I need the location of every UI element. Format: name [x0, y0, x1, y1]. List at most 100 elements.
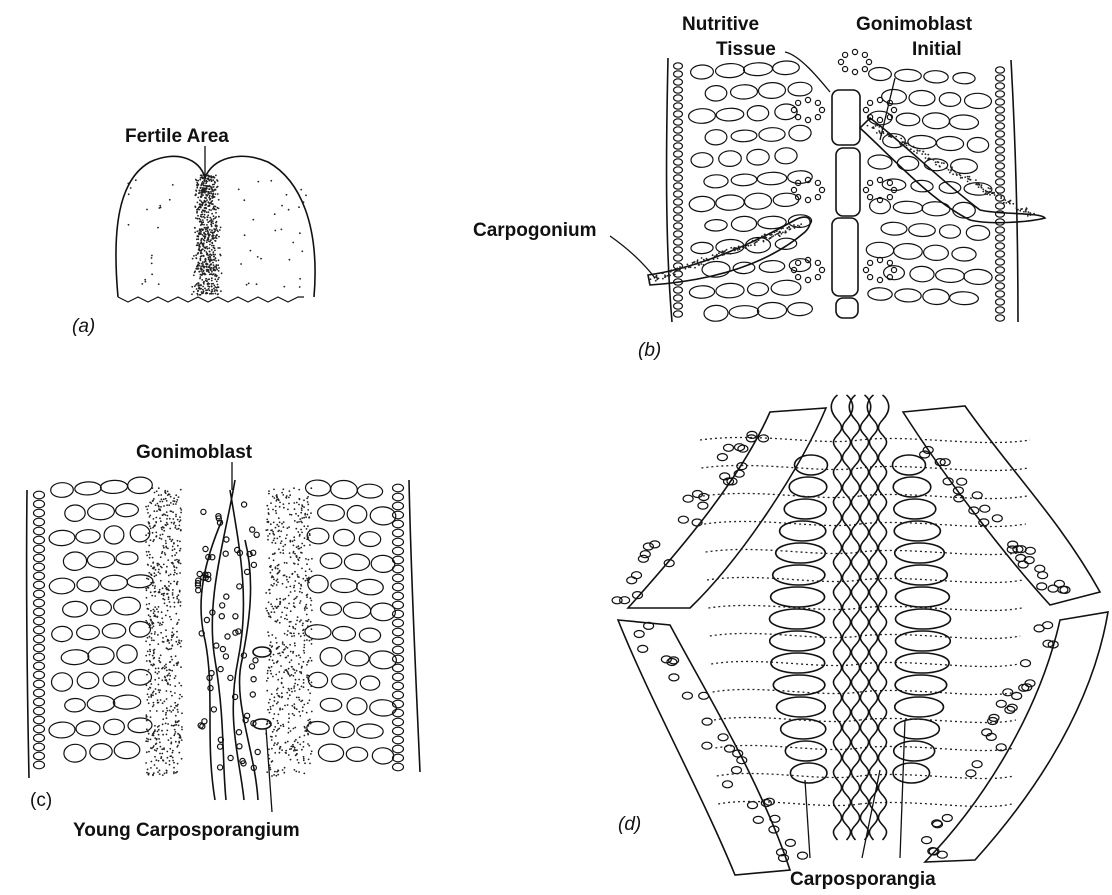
gonimoblast-bead — [224, 594, 229, 599]
cell — [788, 82, 812, 96]
cell — [704, 174, 729, 188]
nutritive-cell — [868, 275, 873, 280]
cell — [393, 637, 404, 645]
cell — [743, 62, 772, 76]
cell — [996, 179, 1005, 185]
cell — [369, 699, 396, 716]
cell — [612, 597, 622, 604]
cell — [674, 223, 683, 229]
cell — [996, 275, 1005, 281]
cell — [992, 515, 1002, 522]
cell — [757, 172, 787, 185]
nutritive-cell — [819, 267, 824, 272]
cell — [868, 67, 891, 81]
nutritive-cell — [815, 275, 820, 280]
cell — [63, 552, 87, 571]
cell — [683, 495, 693, 502]
cell — [1003, 689, 1013, 696]
cell — [393, 493, 404, 501]
cell — [937, 851, 947, 858]
cell — [678, 516, 688, 523]
cell — [115, 503, 138, 517]
nutritive-cell — [891, 107, 896, 112]
cell — [393, 718, 404, 726]
c-right-edge — [409, 480, 420, 772]
cell — [34, 491, 45, 499]
cell — [627, 577, 637, 584]
cell — [996, 131, 1005, 137]
dotted-filament — [700, 437, 860, 441]
gonimoblast-filament — [230, 490, 244, 800]
cell — [128, 718, 153, 734]
dotted-filament — [707, 577, 860, 581]
fertile-area-label: Fertile Area — [125, 126, 229, 147]
cell — [935, 268, 964, 283]
cell — [966, 225, 990, 241]
cell — [320, 647, 343, 666]
cell — [922, 201, 950, 216]
axial-filament — [867, 395, 877, 840]
cell — [674, 87, 683, 93]
dotted-filament — [860, 634, 1020, 638]
carpogonium-label: Carpogonium — [473, 220, 597, 241]
gonimoblast-bead — [228, 675, 233, 680]
cell — [320, 602, 342, 616]
nutritive-cell — [868, 100, 873, 105]
cell — [996, 235, 1005, 241]
cell — [77, 577, 100, 593]
cell — [759, 127, 786, 142]
carposporangium — [893, 763, 930, 783]
cell — [996, 67, 1005, 73]
gonimoblast-bead — [236, 730, 241, 735]
cell — [90, 600, 111, 616]
d-central-axis — [831, 395, 888, 840]
cell — [689, 285, 715, 298]
cell — [798, 852, 808, 859]
gonimoblast-bead — [219, 614, 224, 619]
nutritive-tissue-label-1: Nutritive — [682, 14, 759, 35]
cell — [772, 61, 799, 76]
cell — [128, 669, 152, 686]
c-cells-left — [49, 477, 153, 763]
cell — [996, 227, 1005, 233]
cell — [345, 650, 370, 666]
carposporangium — [770, 609, 825, 629]
nutritive-cell — [838, 59, 843, 64]
cell — [909, 90, 936, 106]
cell — [1025, 547, 1035, 554]
b-cortex-right — [996, 67, 1005, 321]
cell — [674, 71, 683, 77]
thallus-tip-base — [118, 297, 304, 302]
dotted-filament — [710, 633, 860, 637]
nutritive-cell — [805, 277, 810, 282]
gonimoblast-bead — [242, 502, 247, 507]
thallus-sparse-stipple — [127, 179, 307, 288]
nutritive-cell — [805, 97, 810, 102]
cell — [674, 111, 683, 117]
cell — [882, 179, 906, 191]
cell — [113, 695, 141, 710]
cell — [114, 741, 140, 759]
cell — [1037, 583, 1047, 590]
b-cells-right — [866, 67, 992, 305]
cell — [923, 289, 950, 305]
cell — [87, 695, 115, 712]
cell — [674, 255, 683, 261]
c-left-edge — [27, 490, 29, 778]
panel-c-tag: (c) — [30, 790, 52, 811]
nutritive-cell — [796, 100, 801, 105]
cell — [116, 551, 139, 565]
carposporangium — [895, 697, 944, 717]
nutritive-cell — [868, 195, 873, 200]
d-wedge-lower-right — [925, 612, 1108, 862]
cell — [674, 95, 683, 101]
gonimoblast-initial-label-1: Gonimoblast — [856, 14, 973, 35]
gonimoblast-bead — [254, 532, 259, 537]
cell — [1012, 693, 1022, 700]
cell — [62, 601, 87, 618]
axial-cell — [836, 148, 860, 216]
carposporangia-leader-left — [805, 780, 810, 858]
cell — [669, 674, 679, 681]
panel-b: Nutritive Tissue Gonimoblast Initial Car… — [473, 14, 1045, 361]
cell — [34, 680, 45, 688]
